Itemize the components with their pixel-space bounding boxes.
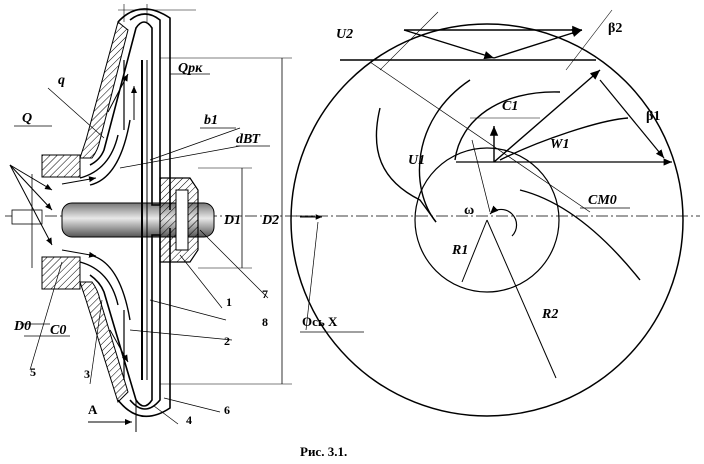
label-C-M0: CM0 <box>588 193 617 208</box>
label-U1: U1 <box>408 153 425 168</box>
inlet-flange-top <box>41 154 81 178</box>
label-q: q <box>58 73 65 88</box>
casing-upper <box>89 13 161 206</box>
radius-R2 <box>486 219 557 379</box>
label-C1: C1 <box>502 99 518 114</box>
label-D1: D1 <box>223 213 241 228</box>
part-4: 4 <box>186 413 192 427</box>
impeller-labels: U2 β2 C1 β1 U1 W1 CM0 ω R1 R2 Ось X <box>302 21 660 329</box>
casing-upper-hatch <box>79 21 129 159</box>
label-Q: Q <box>22 111 32 126</box>
cross-section-labels: Q q Qрк b1 dВТ D1 D2 D0 C0 A 1 2 3 4 5 6… <box>13 61 279 427</box>
label-U2: U2 <box>336 27 353 42</box>
flow-arrow-upper-1 <box>9 164 53 191</box>
part-6: 6 <box>224 403 230 417</box>
leak-arrow-2 <box>109 329 129 363</box>
casing-lower-hatch <box>79 281 129 403</box>
part-1: 1 <box>226 295 232 309</box>
label-d-vt: dВТ <box>236 132 262 147</box>
label-D2: D2 <box>261 213 279 228</box>
flow-arrow-upper-2 <box>9 164 53 211</box>
label-W1: W1 <box>550 137 569 152</box>
label-D0: D0 <box>13 319 31 334</box>
label-R2: R2 <box>541 307 558 322</box>
label-b1: b1 <box>204 113 218 128</box>
flow-arrow-upper-3 <box>9 164 53 246</box>
casing-lower <box>89 234 161 410</box>
label-axis-x: Ось X <box>302 314 338 329</box>
leak-arrow <box>107 73 129 113</box>
part-7: 7 <box>262 287 268 301</box>
part-3: 3 <box>84 367 90 381</box>
omega-arrow <box>489 205 518 237</box>
blade-5 <box>519 189 641 281</box>
label-omega: ω <box>464 203 474 218</box>
shaft-stub <box>11 209 43 225</box>
inner-circle-R1 <box>414 147 560 293</box>
blade-1 <box>418 79 471 223</box>
label-beta2: β2 <box>608 21 622 36</box>
figure-caption: Рис. 3.1. <box>300 444 347 459</box>
part-5: 5 <box>30 365 36 379</box>
label-R1: R1 <box>451 243 468 258</box>
blade-4 <box>499 117 629 161</box>
label-beta1: β1 <box>646 109 660 124</box>
cross-section-view <box>5 4 315 432</box>
inlet-flange-bottom <box>41 256 81 290</box>
blade-3 <box>454 91 561 161</box>
label-C0: C0 <box>50 323 66 338</box>
label-A: A <box>88 402 98 417</box>
outer-circle-R2 <box>290 23 684 417</box>
radius-R1 <box>461 219 488 283</box>
impeller-front-view <box>290 9 700 417</box>
blade-2 <box>375 107 437 223</box>
part-8: 8 <box>262 315 268 329</box>
vector-W1 <box>493 69 601 163</box>
label-Q-pk: Qрк <box>178 61 203 76</box>
part-2: 2 <box>224 334 230 348</box>
